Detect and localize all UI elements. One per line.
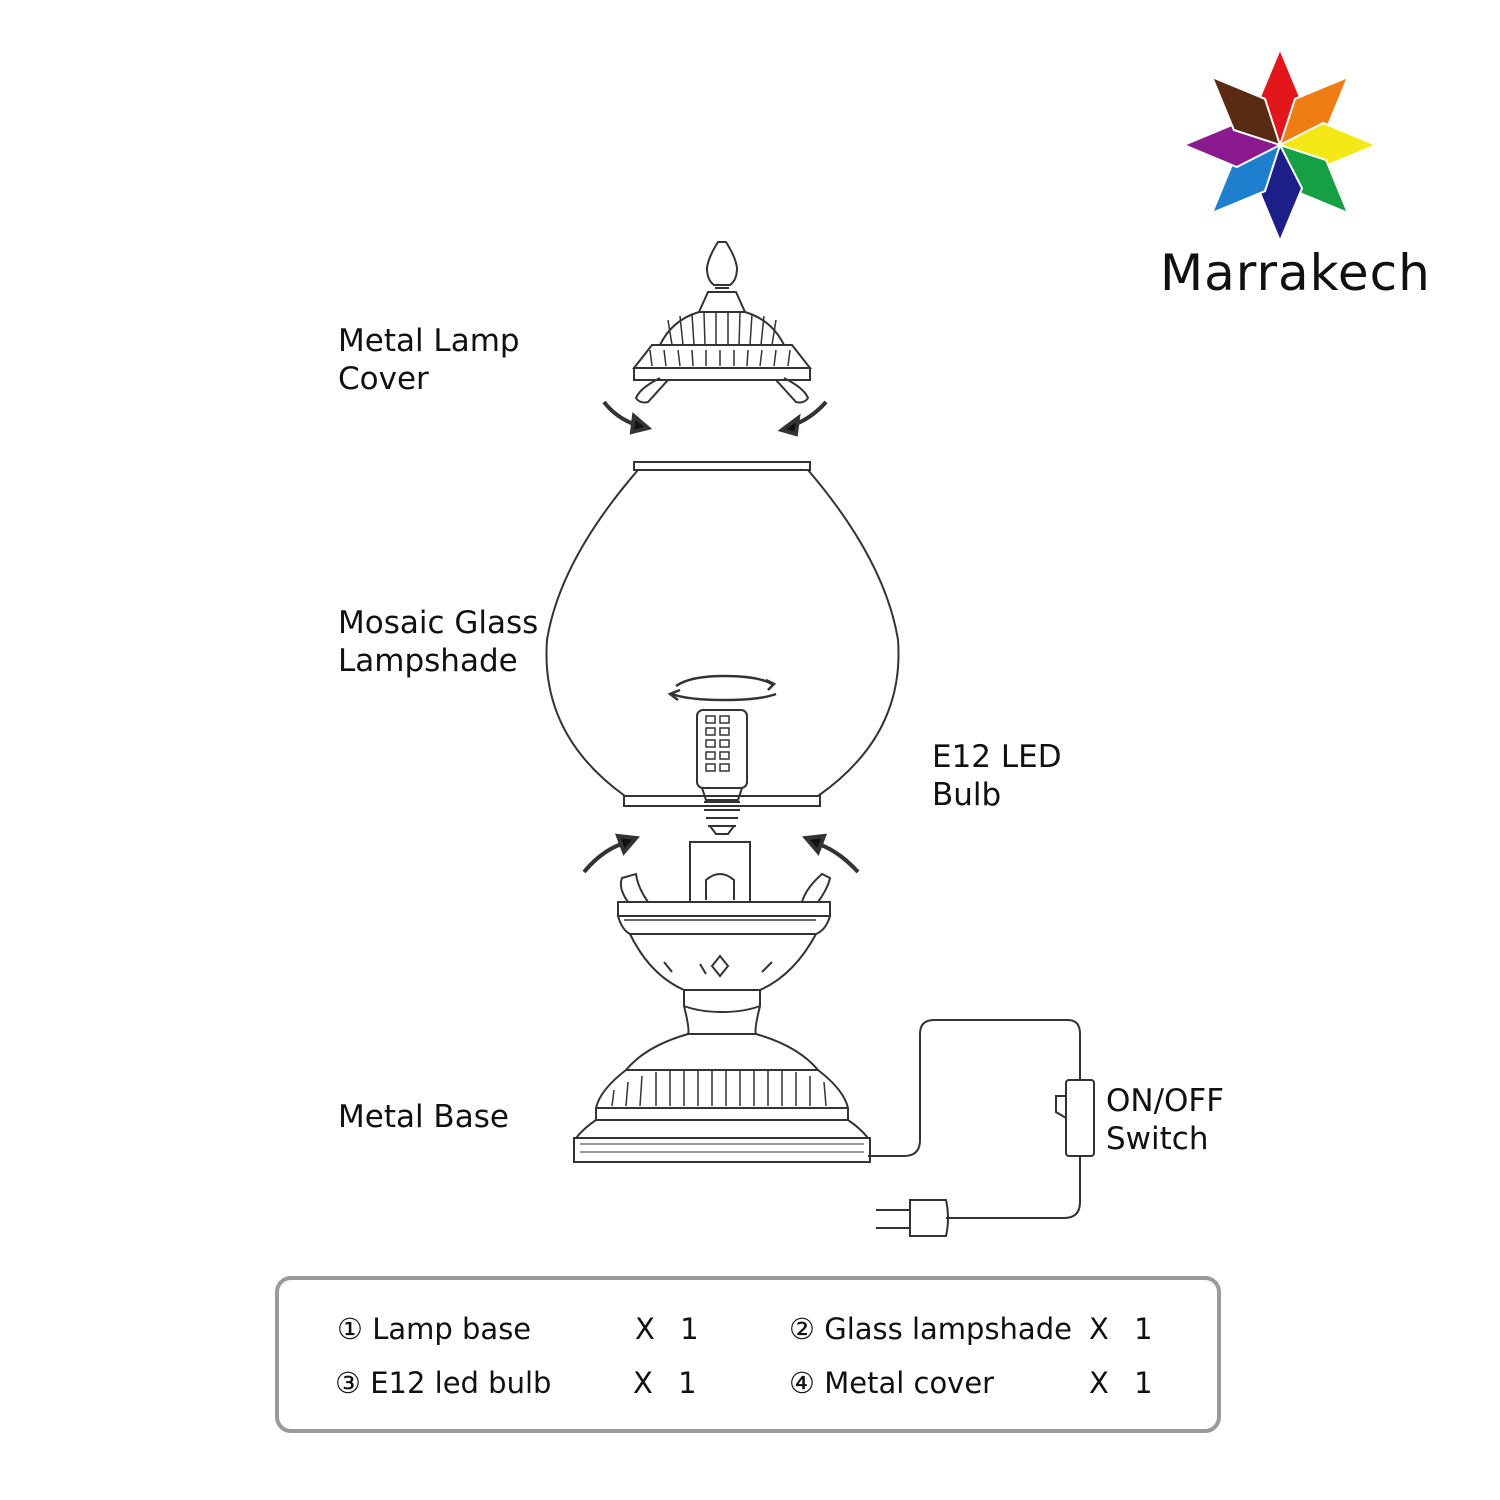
part-qty: X 1: [635, 1312, 707, 1346]
brand-name: Marrakech: [1160, 244, 1431, 302]
part-qty: X 1: [1089, 1312, 1161, 1346]
on-off-switch: [1065, 1079, 1095, 1157]
metal-cover-label: Metal Lamp Cover: [338, 323, 520, 397]
led-bulb-drawing: [667, 674, 777, 835]
metal-base-drawing: [573, 841, 871, 1163]
part-name: ② Glass lampshade: [789, 1312, 1072, 1346]
lamp-exploded-diagram: [545, 241, 1095, 1237]
part-name: ④ Metal cover: [789, 1366, 995, 1400]
part-name: ③ E12 led bulb: [335, 1366, 552, 1400]
part-qty: X 1: [1089, 1366, 1161, 1400]
assembly-arrows: [582, 400, 860, 874]
metal-cover-drawing: [631, 241, 813, 404]
glass-lampshade-label: Mosaic Glass Lampshade: [338, 605, 539, 679]
star-petal: [1210, 75, 1282, 147]
metal-base-label: Metal Base: [338, 1099, 509, 1135]
glass-lampshade-drawing: [545, 461, 900, 807]
power-cord-drawing: [868, 1019, 1095, 1237]
switch-label: ON/OFF Switch: [1106, 1083, 1225, 1157]
marrakech-star-logo: [1181, 46, 1379, 244]
part-qty: X 1: [633, 1366, 705, 1400]
parts-list: ① Lamp base X 1 ② Glass lampshade X 1 ③ …: [275, 1276, 1221, 1433]
part-name: ① Lamp base: [337, 1312, 532, 1346]
led-bulb-label: E12 LED Bulb: [932, 739, 1062, 813]
